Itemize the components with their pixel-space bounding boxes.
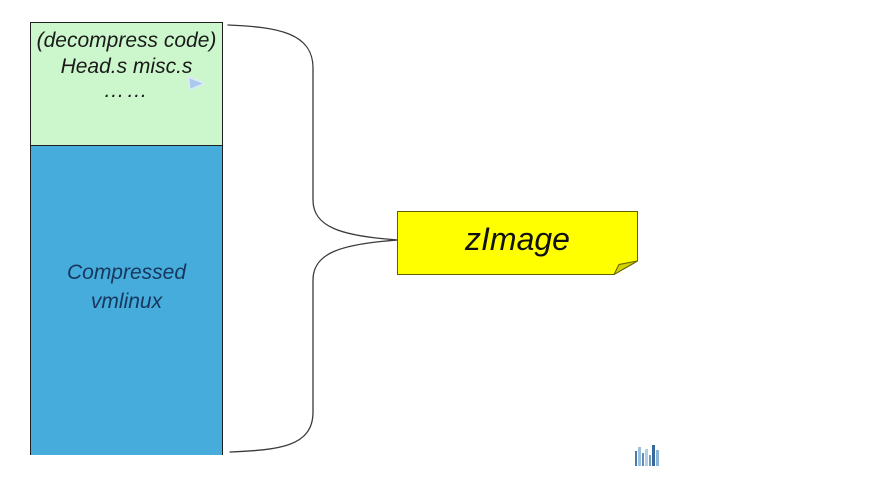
- note-fold-corner: [613, 260, 638, 275]
- mini-bars-icon: [635, 445, 659, 466]
- decompress-code-section: (decompress code) Head.s misc.s ……: [31, 23, 222, 146]
- zimage-stack: (decompress code) Head.s misc.s …… Compr…: [30, 22, 223, 455]
- ellipsis-label: ……: [103, 79, 150, 102]
- zimage-note: zImage: [397, 211, 638, 275]
- vmlinux-label: vmlinux: [90, 290, 163, 313]
- zimage-label: zImage: [465, 220, 570, 257]
- note-shape: [397, 211, 638, 275]
- decompress-code-label: (decompress code): [36, 29, 217, 52]
- compressed-vmlinux-section: Compressed vmlinux: [31, 146, 222, 455]
- compressed-label: Compressed: [66, 261, 187, 284]
- heads-miscs-label: Head.s misc.s: [60, 55, 193, 78]
